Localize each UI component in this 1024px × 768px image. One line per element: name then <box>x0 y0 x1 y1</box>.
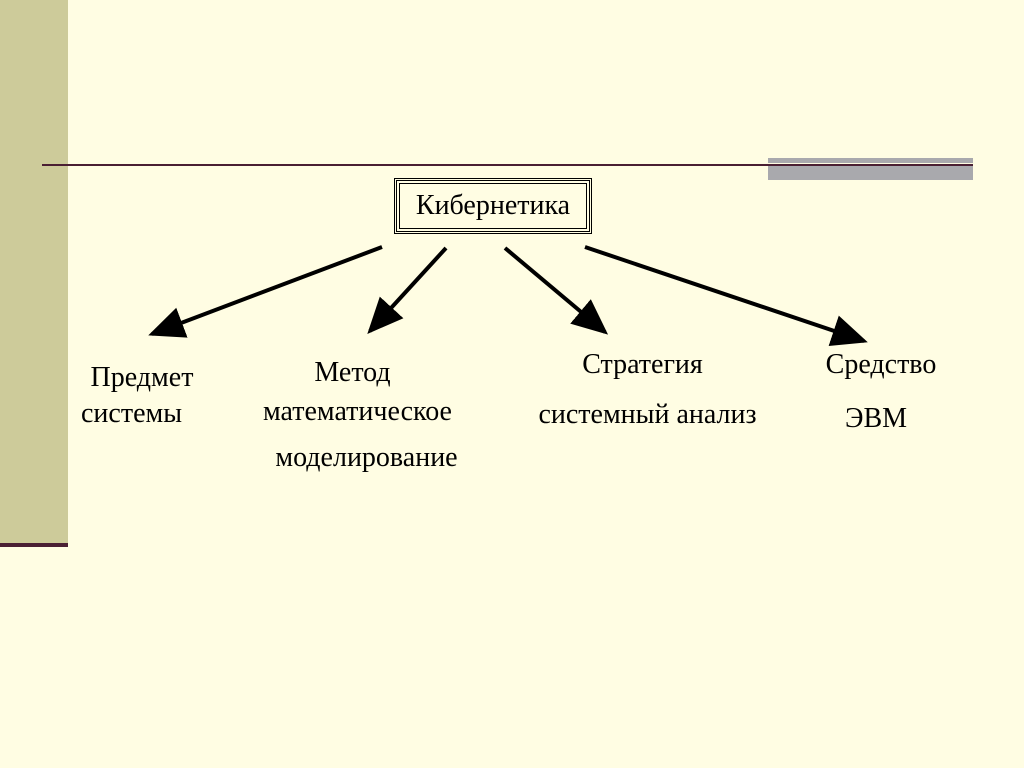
horizontal-rule <box>42 164 973 166</box>
arrow-to-method <box>367 246 448 334</box>
node-method-line-1: Метод <box>314 357 391 388</box>
node-subject-line-2: системы <box>81 398 183 429</box>
node-strategy-line-2: системный анализ <box>538 399 757 430</box>
node-means-line-2: ЭВМ <box>844 403 908 434</box>
arrow-to-subject <box>148 245 383 338</box>
node-means: Средство ЭВМ <box>806 347 956 437</box>
arrow-to-strategy <box>503 246 609 335</box>
left-decorative-bar <box>0 0 68 546</box>
node-method-line-2: математическое <box>263 396 452 427</box>
node-strategy: Стратегия системный анализ <box>505 347 790 433</box>
node-subject-line-1: Предмет <box>90 362 194 393</box>
root-node-box: Кибернетика <box>394 178 592 234</box>
node-subject: Предмет системы <box>72 360 212 432</box>
node-method-line-3: моделирование <box>275 442 458 473</box>
node-method: Метод математическое моделирование <box>240 355 475 476</box>
left-bar-bottom-rule <box>0 543 68 547</box>
gray-accent-bar <box>768 158 973 180</box>
node-means-line-1: Средство <box>825 349 937 380</box>
node-strategy-line-1: Стратегия <box>582 349 703 380</box>
arrow-to-means <box>584 245 868 346</box>
root-node-label: Кибернетика <box>399 183 587 229</box>
